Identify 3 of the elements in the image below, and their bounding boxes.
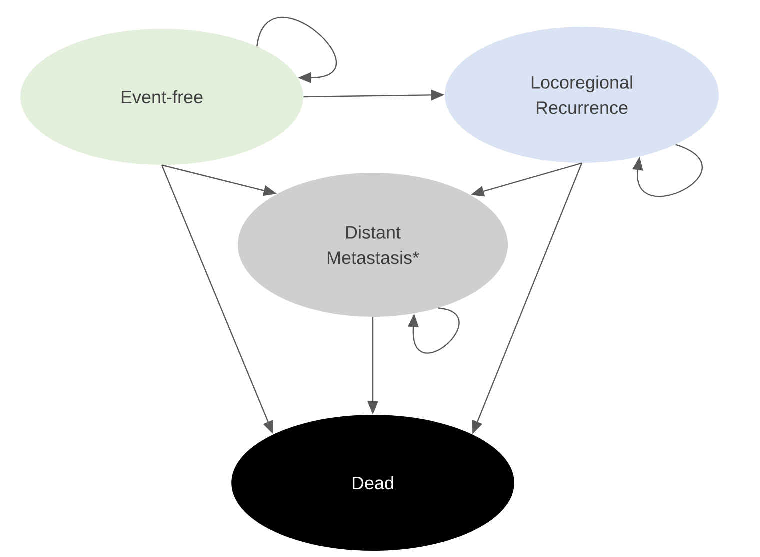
arrow (408, 308, 460, 354)
arrow (256, 17, 337, 84)
arrow (632, 144, 703, 198)
